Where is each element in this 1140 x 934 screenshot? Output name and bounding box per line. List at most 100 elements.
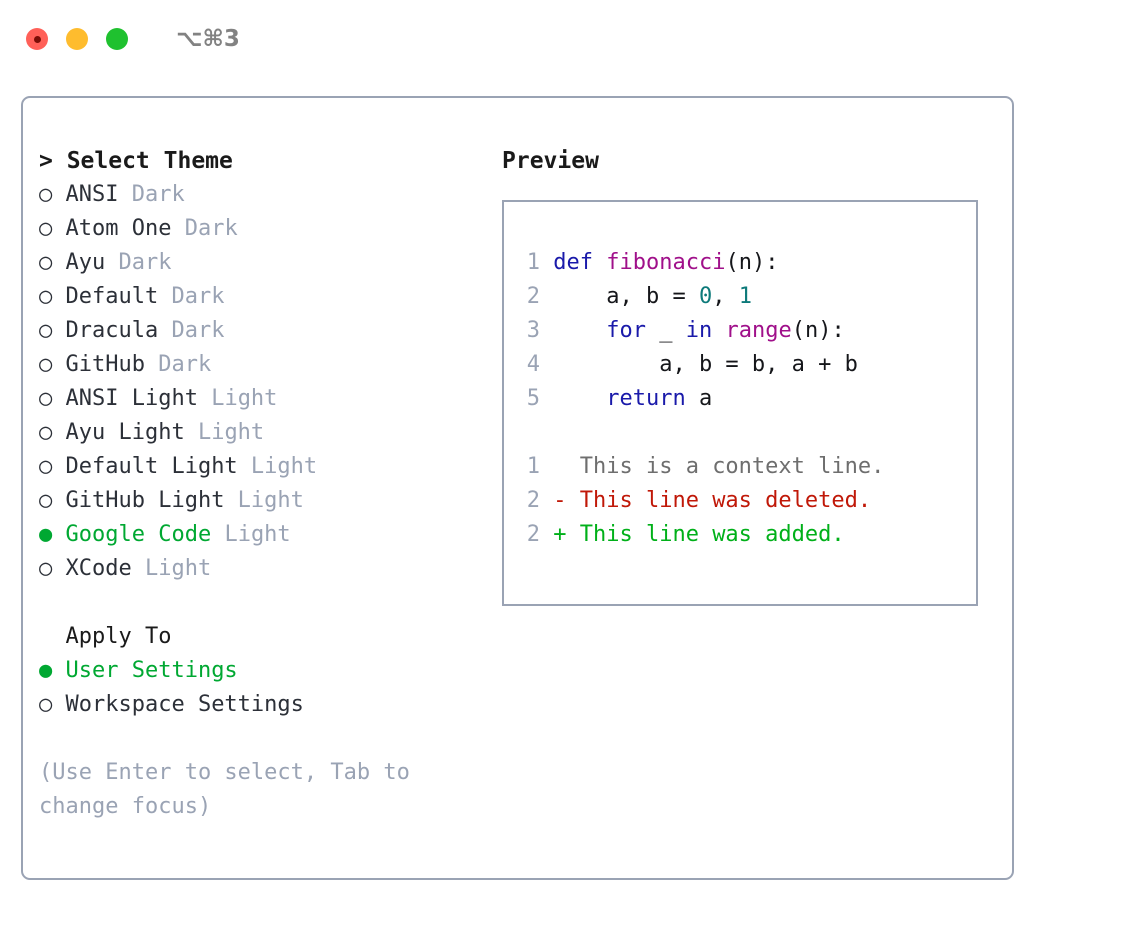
theme-list-item[interactable]: ○ Default Dark bbox=[39, 280, 489, 314]
code-line: 5 return a bbox=[516, 382, 968, 416]
radio-unselected-icon: ○ bbox=[39, 386, 53, 411]
diff-block: 1 This is a context line.2 - This line w… bbox=[516, 450, 968, 552]
code-token: in bbox=[685, 318, 713, 343]
theme-name-label: XCode bbox=[52, 556, 132, 581]
apply-to-option[interactable]: ○ Workspace Settings bbox=[39, 688, 489, 722]
line-number: 5 bbox=[526, 386, 540, 411]
line-number: 4 bbox=[526, 352, 540, 377]
theme-name-label: Dracula bbox=[52, 318, 159, 343]
theme-variant-label: Light bbox=[197, 386, 278, 411]
theme-list-item[interactable]: ○ GitHub Light Light bbox=[39, 484, 489, 518]
theme-name-label: Google Code bbox=[52, 522, 212, 547]
code-block: 1 def fibonacci(n): 2 a, b = 0, 1 3 for _ … bbox=[516, 246, 968, 416]
code-token: a bbox=[685, 386, 713, 411]
theme-list-item[interactable]: ○ Ayu Dark bbox=[39, 246, 489, 280]
theme-list-item[interactable]: ● Google Code Light bbox=[39, 518, 489, 552]
radio-selected-icon: ● bbox=[39, 522, 53, 547]
theme-name-label: GitHub Light bbox=[52, 488, 225, 513]
code-token bbox=[712, 318, 725, 343]
diff-line: 2 - This line was deleted. bbox=[516, 484, 968, 518]
apply-to-title: Apply To bbox=[39, 624, 172, 649]
code-token: for bbox=[606, 318, 646, 343]
theme-variant-label: Dark bbox=[118, 182, 185, 207]
radio-unselected-icon: ○ bbox=[39, 454, 53, 479]
radio-unselected-icon: ○ bbox=[39, 250, 53, 275]
code-token: fibonacci bbox=[606, 250, 726, 275]
code-token: def bbox=[553, 250, 607, 275]
theme-list-item[interactable]: ○ Atom One Dark bbox=[39, 212, 489, 246]
line-number: 2 bbox=[526, 522, 540, 547]
theme-name-label: Atom One bbox=[52, 216, 172, 241]
window-controls bbox=[26, 28, 128, 50]
theme-name-label: Ayu bbox=[52, 250, 106, 275]
apply-to-label: User Settings bbox=[52, 658, 238, 683]
apply-to-option[interactable]: ● User Settings bbox=[39, 654, 489, 688]
code-token: , bbox=[712, 284, 739, 309]
diff-line: 1 This is a context line. bbox=[516, 450, 968, 484]
code-diff-separator bbox=[516, 416, 968, 450]
diff-line-text: - This line was deleted. bbox=[553, 488, 872, 513]
diff-line-text: This is a context line. bbox=[553, 454, 885, 479]
diff-line: 2 + This line was added. bbox=[516, 518, 968, 552]
theme-name-label: ANSI bbox=[52, 182, 119, 207]
code-token bbox=[553, 386, 606, 411]
keyboard-hint-text: (Use Enter to select, Tab to change focu… bbox=[39, 760, 424, 819]
theme-variant-label: Dark bbox=[158, 318, 225, 343]
theme-name-label: Default bbox=[52, 284, 159, 309]
code-token: a, b = bbox=[553, 284, 699, 309]
theme-list: ○ ANSI Dark○ Atom One Dark○ Ayu Dark○ De… bbox=[39, 178, 489, 586]
code-line: 3 for _ in range(n): bbox=[516, 314, 968, 348]
code-token: (n): bbox=[791, 318, 845, 343]
radio-unselected-icon: ○ bbox=[39, 216, 53, 241]
theme-list-item[interactable]: ○ Ayu Light Light bbox=[39, 416, 489, 450]
theme-list-item[interactable]: ○ Dracula Dark bbox=[39, 314, 489, 348]
radio-selected-icon: ● bbox=[39, 658, 53, 683]
theme-variant-label: Light bbox=[237, 454, 318, 479]
close-button[interactable] bbox=[26, 28, 48, 50]
theme-variant-label: Light bbox=[224, 488, 304, 513]
theme-name-label: GitHub bbox=[52, 352, 145, 377]
apply-to-list: ● User Settings○ Workspace Settings bbox=[39, 654, 489, 722]
apply-to-label: Workspace Settings bbox=[52, 692, 304, 717]
radio-unselected-icon: ○ bbox=[39, 556, 53, 581]
code-token: return bbox=[606, 386, 686, 411]
theme-variant-label: Light bbox=[131, 556, 212, 581]
theme-name-label: ANSI Light bbox=[52, 386, 198, 411]
theme-list-item[interactable]: ○ GitHub Dark bbox=[39, 348, 489, 382]
preview-title: Preview bbox=[502, 148, 599, 174]
code-token bbox=[553, 318, 606, 343]
code-token: 0 bbox=[698, 284, 713, 309]
theme-list-item[interactable]: ○ Default Light Light bbox=[39, 450, 489, 484]
theme-picker-panel: > Select Theme ○ ANSI Dark○ Atom One Dar… bbox=[39, 144, 489, 824]
theme-variant-label: Light bbox=[211, 522, 291, 547]
radio-unselected-icon: ○ bbox=[39, 318, 53, 343]
line-number: 2 bbox=[526, 284, 540, 309]
code-token: (n): bbox=[725, 250, 779, 275]
code-line: 1 def fibonacci(n): bbox=[516, 246, 968, 280]
radio-unselected-icon: ○ bbox=[39, 420, 53, 445]
diff-line-text: + This line was added. bbox=[553, 522, 845, 547]
code-line: 4 a, b = b, a + b bbox=[516, 348, 968, 382]
code-token: _ bbox=[645, 318, 686, 343]
preview-panel: Preview 1 def fibonacci(n):2 a, b = 0, 1… bbox=[502, 144, 1002, 606]
content-columns: > Select Theme ○ ANSI Dark○ Atom One Dar… bbox=[23, 98, 1012, 878]
line-number: 1 bbox=[526, 454, 540, 479]
code-token: a, b = b, a + b bbox=[553, 352, 858, 377]
minimize-button[interactable] bbox=[66, 28, 88, 50]
theme-list-item[interactable]: ○ ANSI Light Light bbox=[39, 382, 489, 416]
theme-variant-label: Dark bbox=[158, 284, 225, 309]
theme-name-label: Ayu Light bbox=[52, 420, 185, 445]
theme-list-item[interactable]: ○ ANSI Dark bbox=[39, 178, 489, 212]
theme-variant-label: Light bbox=[184, 420, 265, 445]
line-number: 2 bbox=[526, 488, 540, 513]
zoom-button[interactable] bbox=[106, 28, 128, 50]
theme-name-label: Default Light bbox=[52, 454, 238, 479]
radio-unselected-icon: ○ bbox=[39, 488, 53, 513]
main-window: > Select Theme ○ ANSI Dark○ Atom One Dar… bbox=[21, 96, 1014, 880]
radio-unselected-icon: ○ bbox=[39, 284, 53, 309]
line-number: 1 bbox=[526, 250, 540, 275]
theme-list-item[interactable]: ○ XCode Light bbox=[39, 552, 489, 586]
